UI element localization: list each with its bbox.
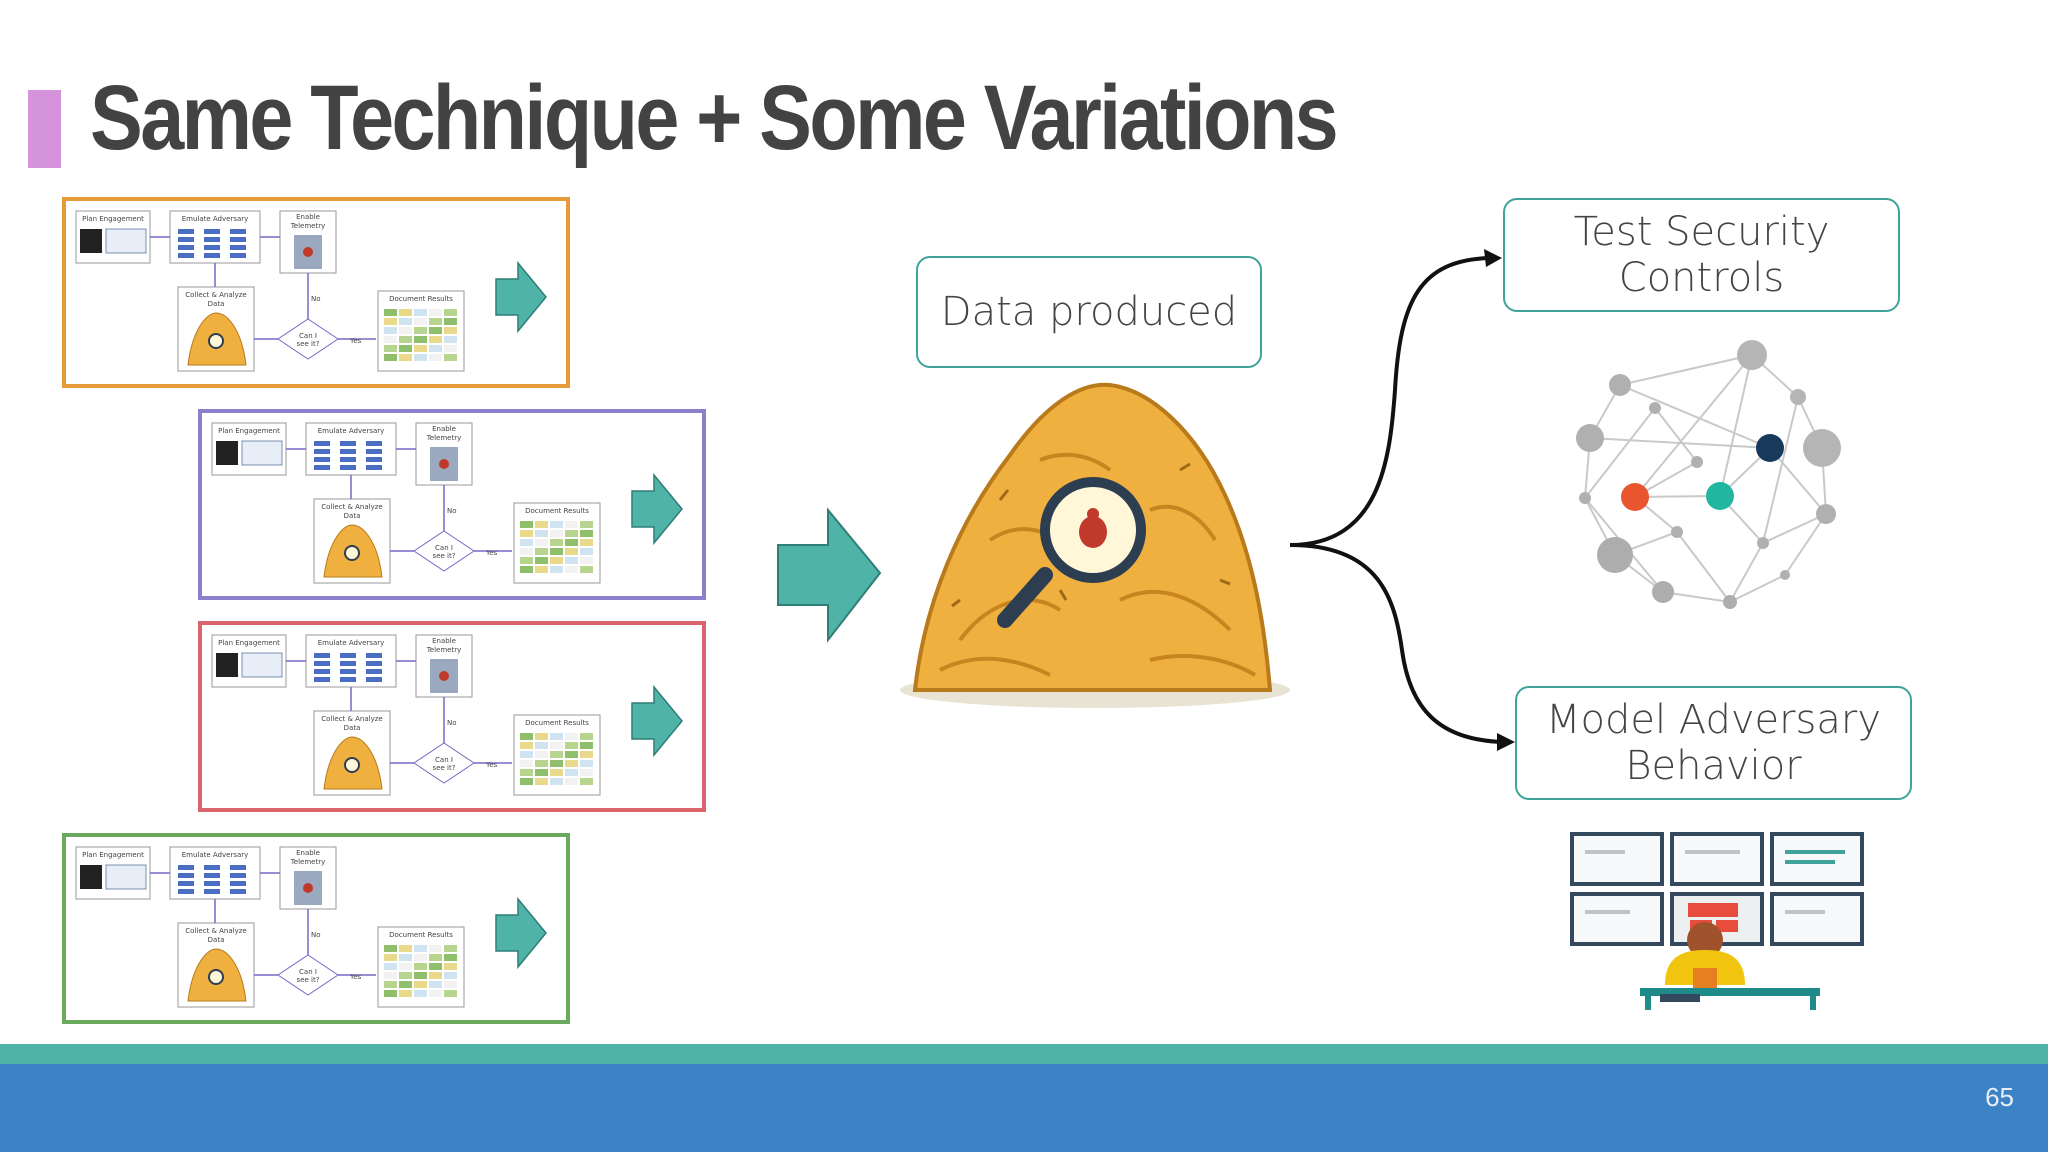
haystack-icon <box>900 382 1290 708</box>
model-adversary-behavior-box: Model Adversary Behavior <box>1515 686 1912 800</box>
mini-plan-label: Plan Engagement <box>82 215 144 223</box>
test-security-controls-box: Test Security Controls <box>1503 198 1900 312</box>
mini-yes-label: Yes <box>485 549 498 557</box>
mini-no-label: No <box>311 295 321 303</box>
hacker-icon <box>80 865 102 889</box>
mini-decision-label: Can I <box>299 968 317 976</box>
panel-arrow-icon <box>495 260 547 334</box>
mini-emulate-label: Emulate Adversary <box>182 215 249 223</box>
mini-telemetry-label-2: Telemetry <box>290 858 326 866</box>
mini-collect-label: Collect & Analyze <box>185 291 246 299</box>
mini-emulate-label: Emulate Adversary <box>318 427 385 435</box>
mini-collect-label-2: Data <box>344 512 361 520</box>
mini-collect-label-2: Data <box>208 300 225 308</box>
mini-decision-label-2: see it? <box>297 340 320 348</box>
big-arrow-icon <box>777 507 882 643</box>
mini-results-label: Document Results <box>525 719 589 727</box>
mini-telemetry-label-2: Telemetry <box>290 222 326 230</box>
mini-telemetry-label: Enable <box>296 849 320 857</box>
mini-yes-label: Yes <box>349 337 362 345</box>
mini-collect-label: Collect & Analyze <box>321 715 382 723</box>
panel-arrow-icon <box>495 896 547 970</box>
mini-telemetry-label: Enable <box>296 213 320 221</box>
mini-emulate-label: Emulate Adversary <box>318 639 385 647</box>
mini-collect-label: Collect & Analyze <box>321 503 382 511</box>
panel-arrow-icon <box>631 684 683 758</box>
mini-decision-label: Can I <box>435 544 453 552</box>
mini-no-label: No <box>311 931 321 939</box>
hacker-icon <box>80 229 102 253</box>
mini-collect-label-2: Data <box>344 724 361 732</box>
mini-plan-label: Plan Engagement <box>218 639 280 647</box>
page-number: 65 <box>1985 1082 2014 1112</box>
mini-decision-label: Can I <box>435 756 453 764</box>
footer-teal-stripe <box>0 1044 2048 1064</box>
soc-operator-icon <box>1570 832 1864 1010</box>
panel-arrow-icon <box>631 472 683 546</box>
mini-telemetry-label-2: Telemetry <box>426 434 462 442</box>
branch-arrow-up <box>1289 256 1491 547</box>
mini-plan-label: Plan Engagement <box>218 427 280 435</box>
mini-telemetry-label-2: Telemetry <box>426 646 462 654</box>
mini-collect-label: Collect & Analyze <box>185 927 246 935</box>
mini-collect-label-2: Data <box>208 936 225 944</box>
test-security-controls-label: Test Security Controls <box>1573 209 1830 301</box>
mini-no-label: No <box>447 507 457 515</box>
branch-arrow-down <box>1289 543 1504 744</box>
mini-telemetry-label: Enable <box>432 425 456 433</box>
mini-yes-label: Yes <box>485 761 498 769</box>
mini-results-label: Document Results <box>389 295 453 303</box>
data-produced-box: Data produced <box>916 256 1262 368</box>
network-nodes <box>1576 340 1841 609</box>
mini-plan-label: Plan Engagement <box>82 851 144 859</box>
data-produced-label: Data produced <box>940 289 1238 335</box>
mini-decision-label: Can I <box>299 332 317 340</box>
mini-no-label: No <box>447 719 457 727</box>
model-adversary-behavior-label: Model Adversary Behavior <box>1545 697 1882 789</box>
mini-decision-label-2: see it? <box>297 976 320 984</box>
hacker-icon <box>216 653 238 677</box>
mini-decision-label-2: see it? <box>433 552 456 560</box>
mini-results-label: Document Results <box>389 931 453 939</box>
mini-emulate-label: Emulate Adversary <box>182 851 249 859</box>
mini-yes-label: Yes <box>349 973 362 981</box>
mini-decision-label-2: see it? <box>433 764 456 772</box>
mini-results-label: Document Results <box>525 507 589 515</box>
footer-blue-bar <box>0 1064 2048 1152</box>
slide-title: Same Technique + Some Variations <box>90 67 1339 169</box>
hacker-icon <box>216 441 238 465</box>
mini-telemetry-label: Enable <box>432 637 456 645</box>
title-accent-bar <box>28 90 61 168</box>
